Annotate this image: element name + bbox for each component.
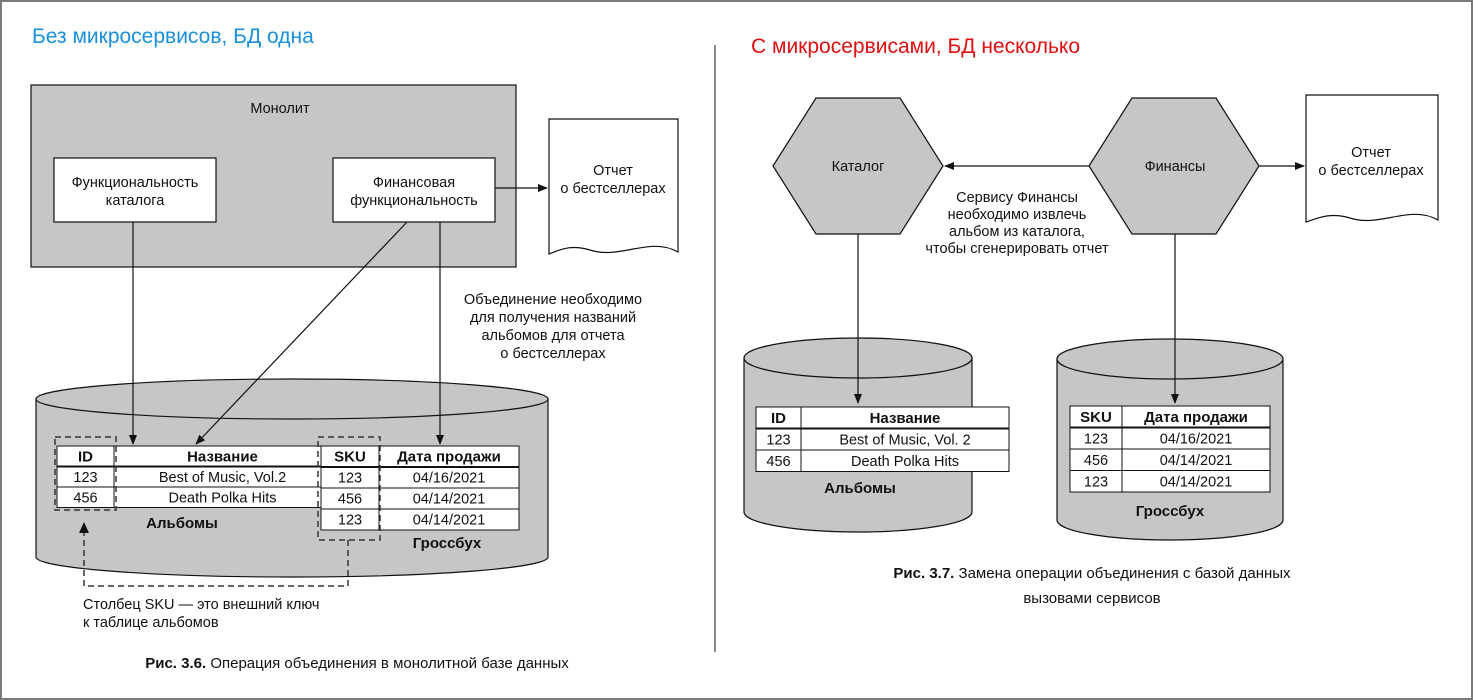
finance-box-line-1: Финансовая <box>373 175 455 191</box>
left-albums-cell: 123 <box>73 470 97 486</box>
join-note-line-1: Объединение необходимо <box>464 292 642 308</box>
left-ledger-cell: 04/14/2021 <box>413 513 486 529</box>
left-ledger-cell: 04/16/2021 <box>413 471 486 487</box>
foreign-key-arrowhead <box>79 522 89 533</box>
right-ledger-cell: 123 <box>1084 474 1108 490</box>
left-albums-header-cell: Название <box>187 448 258 465</box>
right-albums-header-cell: Название <box>870 410 941 427</box>
left-ledger-cell-bg <box>378 508 520 531</box>
right-ledger-header-cell: Дата продажи <box>1144 409 1248 426</box>
catalog-hex-label: Каталог <box>832 159 885 175</box>
left-ledger-cell: 123 <box>338 513 362 529</box>
call-note-line-3: альбом из каталога, <box>949 224 1085 240</box>
finance-hex-label: Финансы <box>1145 159 1206 175</box>
right-ledger-header-cell: SKU <box>1080 409 1112 426</box>
right-ledger-label: Гроссбух <box>1136 503 1205 520</box>
right-heading: С микросервисами, БД несколько <box>751 35 1080 58</box>
right-ledger-cell: 04/16/2021 <box>1160 431 1233 447</box>
left-caption-text: Операция объединения в монолитной базе д… <box>206 655 569 672</box>
left-albums-table: ID Название 123 Best of Music, Vol.2 456 Deat… <box>56 445 332 508</box>
right-caption-bold: Рис. 3.7. <box>893 565 954 582</box>
right-albums-label: Альбомы <box>824 480 896 497</box>
right-albums-cell: Death Polka Hits <box>851 454 959 470</box>
albums-id-column-highlight <box>54 436 117 511</box>
catalog-box-line-2: каталога <box>106 193 166 209</box>
right-ledger-table: SKU Дата продажи 123 04/16/2021 456 04/14/202… <box>1069 405 1271 493</box>
right-ledger-cell: 456 <box>1084 453 1108 469</box>
right-caption-line-2: вызовами сервисов <box>1023 590 1160 607</box>
left-albums-label: Альбомы <box>146 515 218 532</box>
foreign-key-connector <box>83 532 349 587</box>
left-albums-cell: 456 <box>73 490 97 506</box>
left-ledger-cell: 04/14/2021 <box>413 492 486 508</box>
left-ledger-header-cell: SKU <box>334 449 366 466</box>
fk-note-line-1: Столбец SKU — это внешний ключ <box>83 597 319 613</box>
left-report-line-1: Отчет <box>593 163 633 179</box>
right-ledger-cell: 04/14/2021 <box>1160 474 1233 490</box>
call-note-line-1: Сервису Финансы <box>956 190 1078 206</box>
join-note-line-4: о бестселлерах <box>500 346 606 362</box>
right-report-line-2: о бестселлерах <box>1318 163 1424 179</box>
left-ledger-cell: 123 <box>338 471 362 487</box>
left-ledger-table: SKU Дата продажи 123 04/16/2021 456 04/14/202… <box>320 445 520 531</box>
left-caption-bold: Рис. 3.6. <box>145 655 206 672</box>
right-albums-cell: Best of Music, Vol. 2 <box>839 432 970 448</box>
right-caption-line-1: Рис. 3.7. Замена операции объединения с … <box>893 565 1291 582</box>
right-ledger-cell: 123 <box>1084 431 1108 447</box>
left-albums-cell: Best of Music, Vol.2 <box>159 470 286 486</box>
call-note-line-2: необходимо извлечь <box>948 207 1087 223</box>
finance-box-line-2: функциональность <box>350 193 477 209</box>
right-albums-header-cell: ID <box>771 410 786 427</box>
right-report-document-icon <box>1305 94 1439 223</box>
fk-note-line-2: к таблице альбомов <box>83 615 219 631</box>
right-albums-cell-bg <box>800 449 1010 472</box>
ledger-sku-column-highlight <box>317 436 381 541</box>
catalog-service-hexagon <box>772 97 944 235</box>
right-albums-cell: 123 <box>766 432 790 448</box>
monolith-label: Монолит <box>250 101 310 117</box>
join-note-line-3: альбомов для отчета <box>481 328 625 344</box>
catalog-functionality-box <box>53 157 217 223</box>
finance-to-albums-arrow <box>195 221 408 445</box>
left-ledger-label: Гроссбух <box>413 535 482 552</box>
left-heading: Без микросервисов, БД одна <box>32 25 314 48</box>
left-albums-header-cell: ID <box>78 448 93 465</box>
left-ledger-cell: 456 <box>338 492 362 508</box>
right-ledger-cell-bg <box>1121 470 1271 493</box>
catalog-box-line-1: Функциональность <box>72 175 199 191</box>
right-caption-text-1: Замена операции объединения с базой данн… <box>954 565 1291 582</box>
left-report-line-2: о бестселлерах <box>560 181 666 197</box>
right-albums-table: ID Название 123 Best of Music, Vol. 2 456 Dea… <box>755 406 1010 472</box>
join-note-line-2: для получения названий <box>470 310 636 326</box>
right-albums-cell: 456 <box>766 454 790 470</box>
call-note-line-4: чтобы сгенерировать отчет <box>925 241 1109 257</box>
left-report-document-icon <box>548 118 679 255</box>
right-ledger-cell: 04/14/2021 <box>1160 453 1233 469</box>
left-albums-cell: Death Polka Hits <box>169 490 277 506</box>
left-ledger-header-cell: Дата продажи <box>397 449 501 466</box>
right-report-line-1: Отчет <box>1351 145 1391 161</box>
left-caption: Рис. 3.6. Операция объединения в монолит… <box>145 655 569 672</box>
finance-functionality-box <box>332 157 496 223</box>
